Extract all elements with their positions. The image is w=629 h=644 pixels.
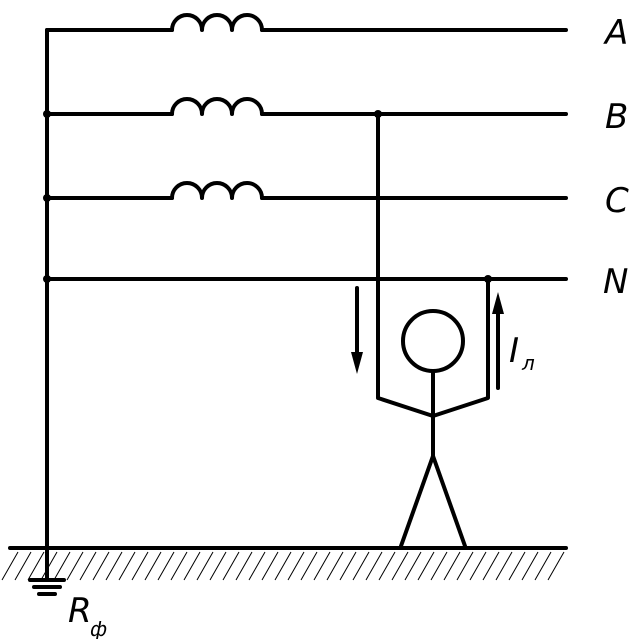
label-phase-a: A xyxy=(603,13,628,53)
human-left-leg xyxy=(399,454,435,548)
phase-a-line xyxy=(45,13,568,32)
hatch-stroke xyxy=(313,551,331,581)
hatch-stroke xyxy=(14,551,32,581)
hatch-stroke xyxy=(222,551,240,581)
hatch-stroke xyxy=(378,551,396,581)
hatch-stroke xyxy=(534,551,552,581)
hatch-stroke xyxy=(274,551,292,581)
hatch-stroke xyxy=(352,551,370,581)
hatch-stroke xyxy=(79,551,97,581)
hatch-stroke xyxy=(196,551,214,581)
hatch-stroke xyxy=(66,551,84,581)
hatch-stroke xyxy=(287,551,305,581)
hatch-stroke xyxy=(430,551,448,581)
arrow-up-icon xyxy=(492,292,504,390)
hatch-stroke xyxy=(365,551,383,581)
junction-dot-n xyxy=(43,275,51,283)
hatch-stroke xyxy=(157,551,175,581)
label-phase-c: C xyxy=(605,181,629,221)
human-head xyxy=(401,309,465,373)
ground-resistance-label: R xyxy=(68,591,92,631)
hatch-stroke xyxy=(92,551,110,581)
junction-dot-b xyxy=(43,110,51,118)
arrow-down-icon xyxy=(351,286,363,374)
ground-hatching xyxy=(1,551,565,581)
hatch-stroke xyxy=(300,551,318,581)
hatch-stroke xyxy=(326,551,344,581)
hatch-stroke xyxy=(248,551,266,581)
hatch-stroke xyxy=(495,551,513,581)
hatch-stroke xyxy=(105,551,123,581)
junction-dot-c xyxy=(43,194,51,202)
hatch-stroke xyxy=(261,551,279,581)
hatch-stroke xyxy=(456,551,474,581)
human-right-leg xyxy=(431,454,467,548)
hatch-stroke xyxy=(391,551,409,581)
hatch-stroke xyxy=(131,551,149,581)
label-phase-b: B xyxy=(605,97,628,137)
hatch-stroke xyxy=(443,551,461,581)
hatch-stroke xyxy=(547,551,565,581)
hatch-stroke xyxy=(521,551,539,581)
current-label-subscript: л xyxy=(521,351,535,375)
human-figure xyxy=(376,112,490,548)
hatch-stroke xyxy=(417,551,435,581)
phase-b-line xyxy=(45,97,568,116)
hatch-stroke xyxy=(183,551,201,581)
hatch-stroke xyxy=(339,551,357,581)
hatch-stroke xyxy=(27,551,45,581)
hatch-stroke xyxy=(1,551,19,581)
hatch-stroke xyxy=(209,551,227,581)
ground-resistance-subscript: ф xyxy=(90,617,107,639)
hatch-stroke xyxy=(118,551,136,581)
current-label: I xyxy=(509,331,519,371)
hatch-stroke xyxy=(482,551,500,581)
hatch-stroke xyxy=(53,551,71,581)
ground-icon xyxy=(28,578,66,596)
hatch-stroke xyxy=(404,551,422,581)
hatch-stroke xyxy=(508,551,526,581)
hatch-stroke xyxy=(170,551,188,581)
hatch-stroke xyxy=(144,551,162,581)
hatch-stroke xyxy=(469,551,487,581)
phase-c-line xyxy=(45,181,568,200)
hatch-stroke xyxy=(235,551,253,581)
hatch-stroke xyxy=(40,551,58,581)
label-neutral: N xyxy=(603,262,628,302)
